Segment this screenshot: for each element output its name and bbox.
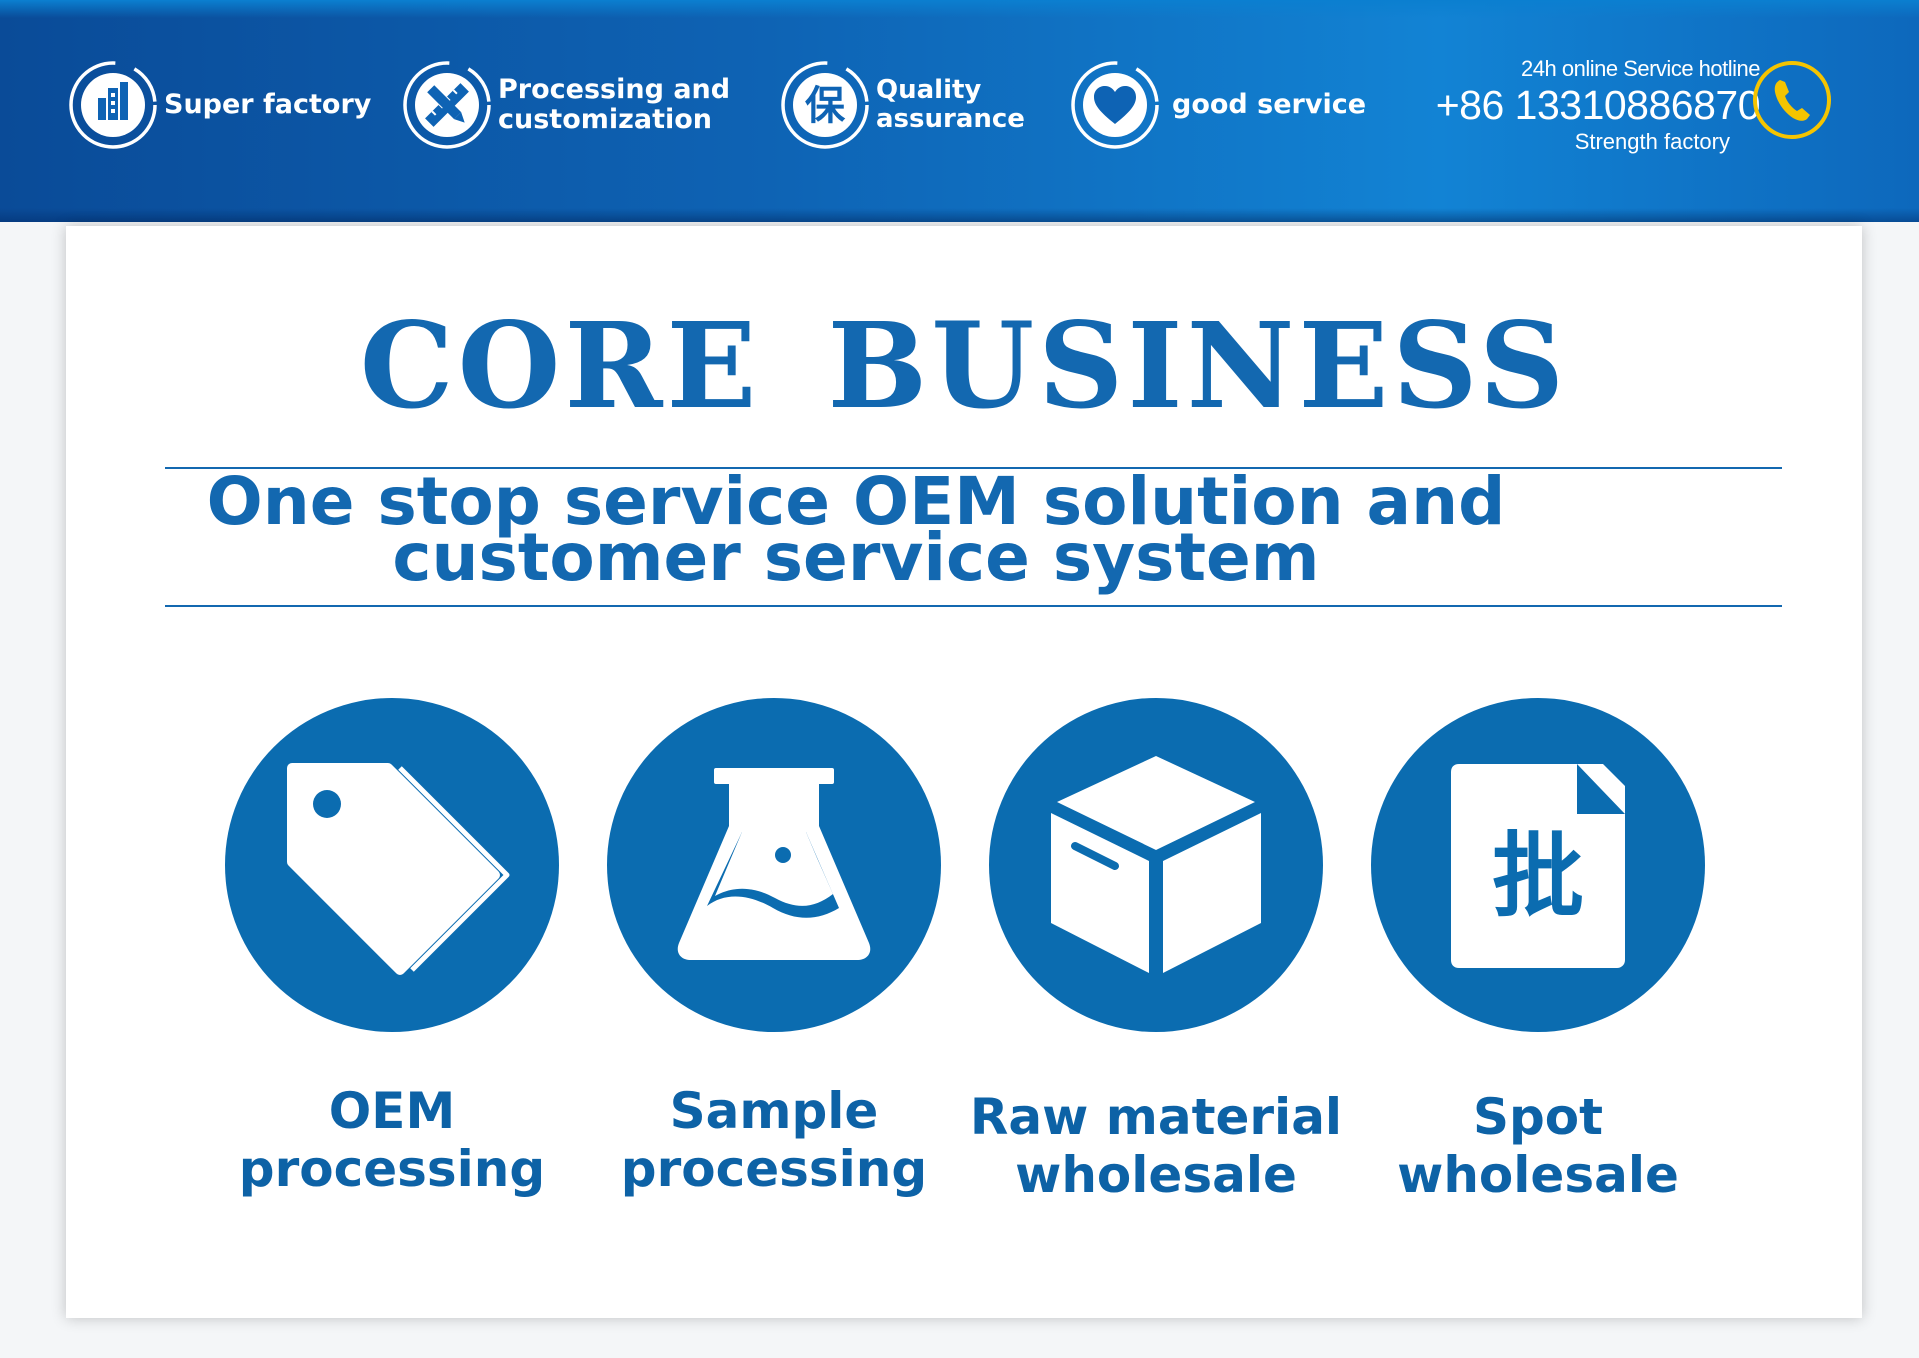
feature-label: Super factory (164, 89, 372, 120)
document-wholesale-icon: 批 (1371, 698, 1705, 1032)
service-label-line2: wholesale (1397, 1146, 1679, 1204)
feature-label-line2: customization (498, 104, 713, 135)
subtitle-line1: One stop service OEM solution and (206, 463, 1506, 540)
pencil-ruler-icon (402, 60, 492, 150)
service-hotline: 24h online Service hotline +86 133108868… (1430, 56, 1761, 156)
service-label-line1: Sample (669, 1082, 879, 1140)
feature-processing-customization: Processing and customization (402, 60, 730, 150)
hotline-number[interactable]: +86 13310886870 (1435, 82, 1761, 128)
feature-super-factory: Super factory (68, 60, 371, 150)
subtitle: One stop service OEM solution and custom… (156, 463, 1556, 596)
heart-icon (1070, 60, 1160, 150)
hotline-subcaption: Strength factory (1574, 129, 1730, 154)
feature-label-line2: assurance (876, 104, 1025, 134)
factory-building-icon (68, 60, 158, 150)
svg-text:批: 批 (1492, 823, 1584, 930)
service-label-raw-material-wholesale: Raw material wholesale (956, 1088, 1356, 1204)
subtitle-line2: customer service system (392, 519, 1320, 596)
service-label-line1: Spot (1472, 1088, 1604, 1146)
service-label-sample-processing: Sample processing (574, 1082, 974, 1198)
svg-text:保: 保 (805, 83, 846, 129)
feature-good-service: good service (1070, 60, 1366, 150)
service-label-line2: processing (238, 1140, 546, 1198)
feature-quality-assurance: 保 Quality assurance (780, 60, 1025, 150)
flask-icon (607, 698, 941, 1032)
hotline-caption: 24h online Service hotline (1521, 56, 1760, 81)
feature-label-line1: Quality (876, 75, 982, 105)
service-label-line1: OEM (328, 1082, 456, 1140)
service-label-line2: processing (620, 1140, 928, 1198)
service-label-line2: wholesale (1015, 1146, 1297, 1204)
service-label-oem-processing: OEM processing (192, 1082, 592, 1198)
feature-label-line1: Processing and (498, 74, 731, 105)
service-label-spot-wholesale: Spot wholesale (1338, 1088, 1738, 1204)
top-banner: Super factory Proce (0, 0, 1919, 222)
guarantee-character-icon: 保 (780, 60, 870, 150)
service-label-line1: Raw material (969, 1088, 1343, 1146)
core-business-card: CORE BUSINESS One stop service OEM solut… (66, 226, 1862, 1318)
price-tag-icon (225, 698, 559, 1032)
feature-label: good service (1172, 89, 1367, 120)
divider-top (165, 467, 1782, 469)
page-title: CORE BUSINESS (359, 296, 1569, 435)
box-icon (989, 698, 1323, 1032)
divider-bottom (165, 605, 1782, 607)
phone-handset-icon[interactable] (1750, 58, 1834, 142)
